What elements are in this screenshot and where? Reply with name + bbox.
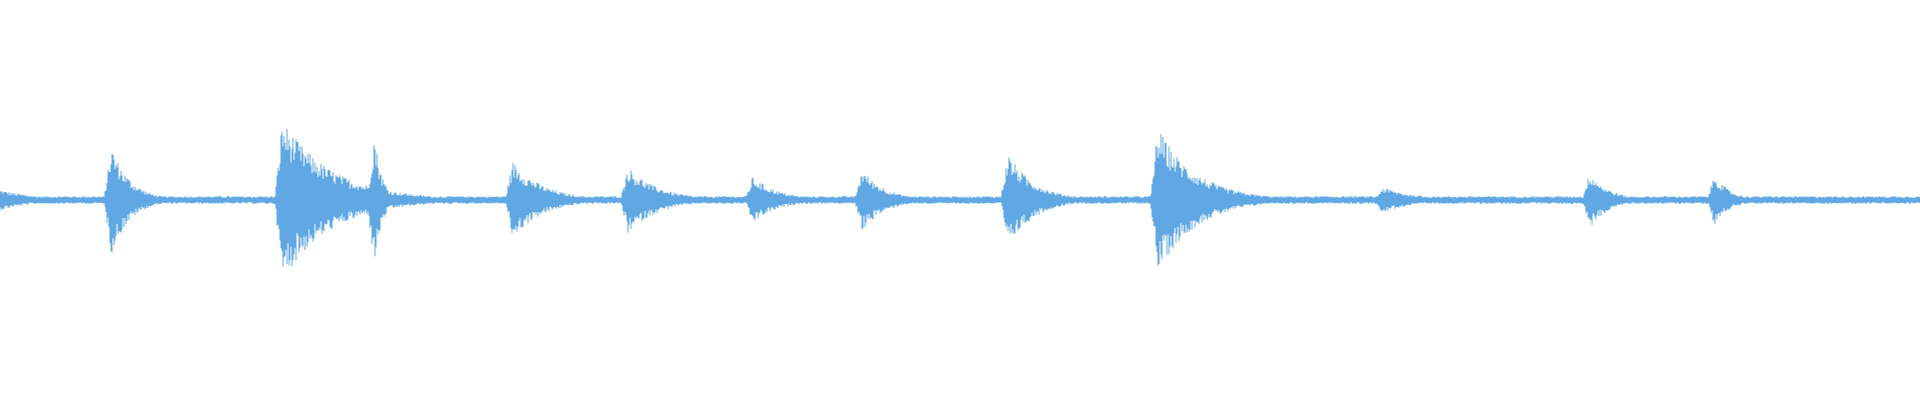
waveform-path: [0, 128, 1920, 267]
